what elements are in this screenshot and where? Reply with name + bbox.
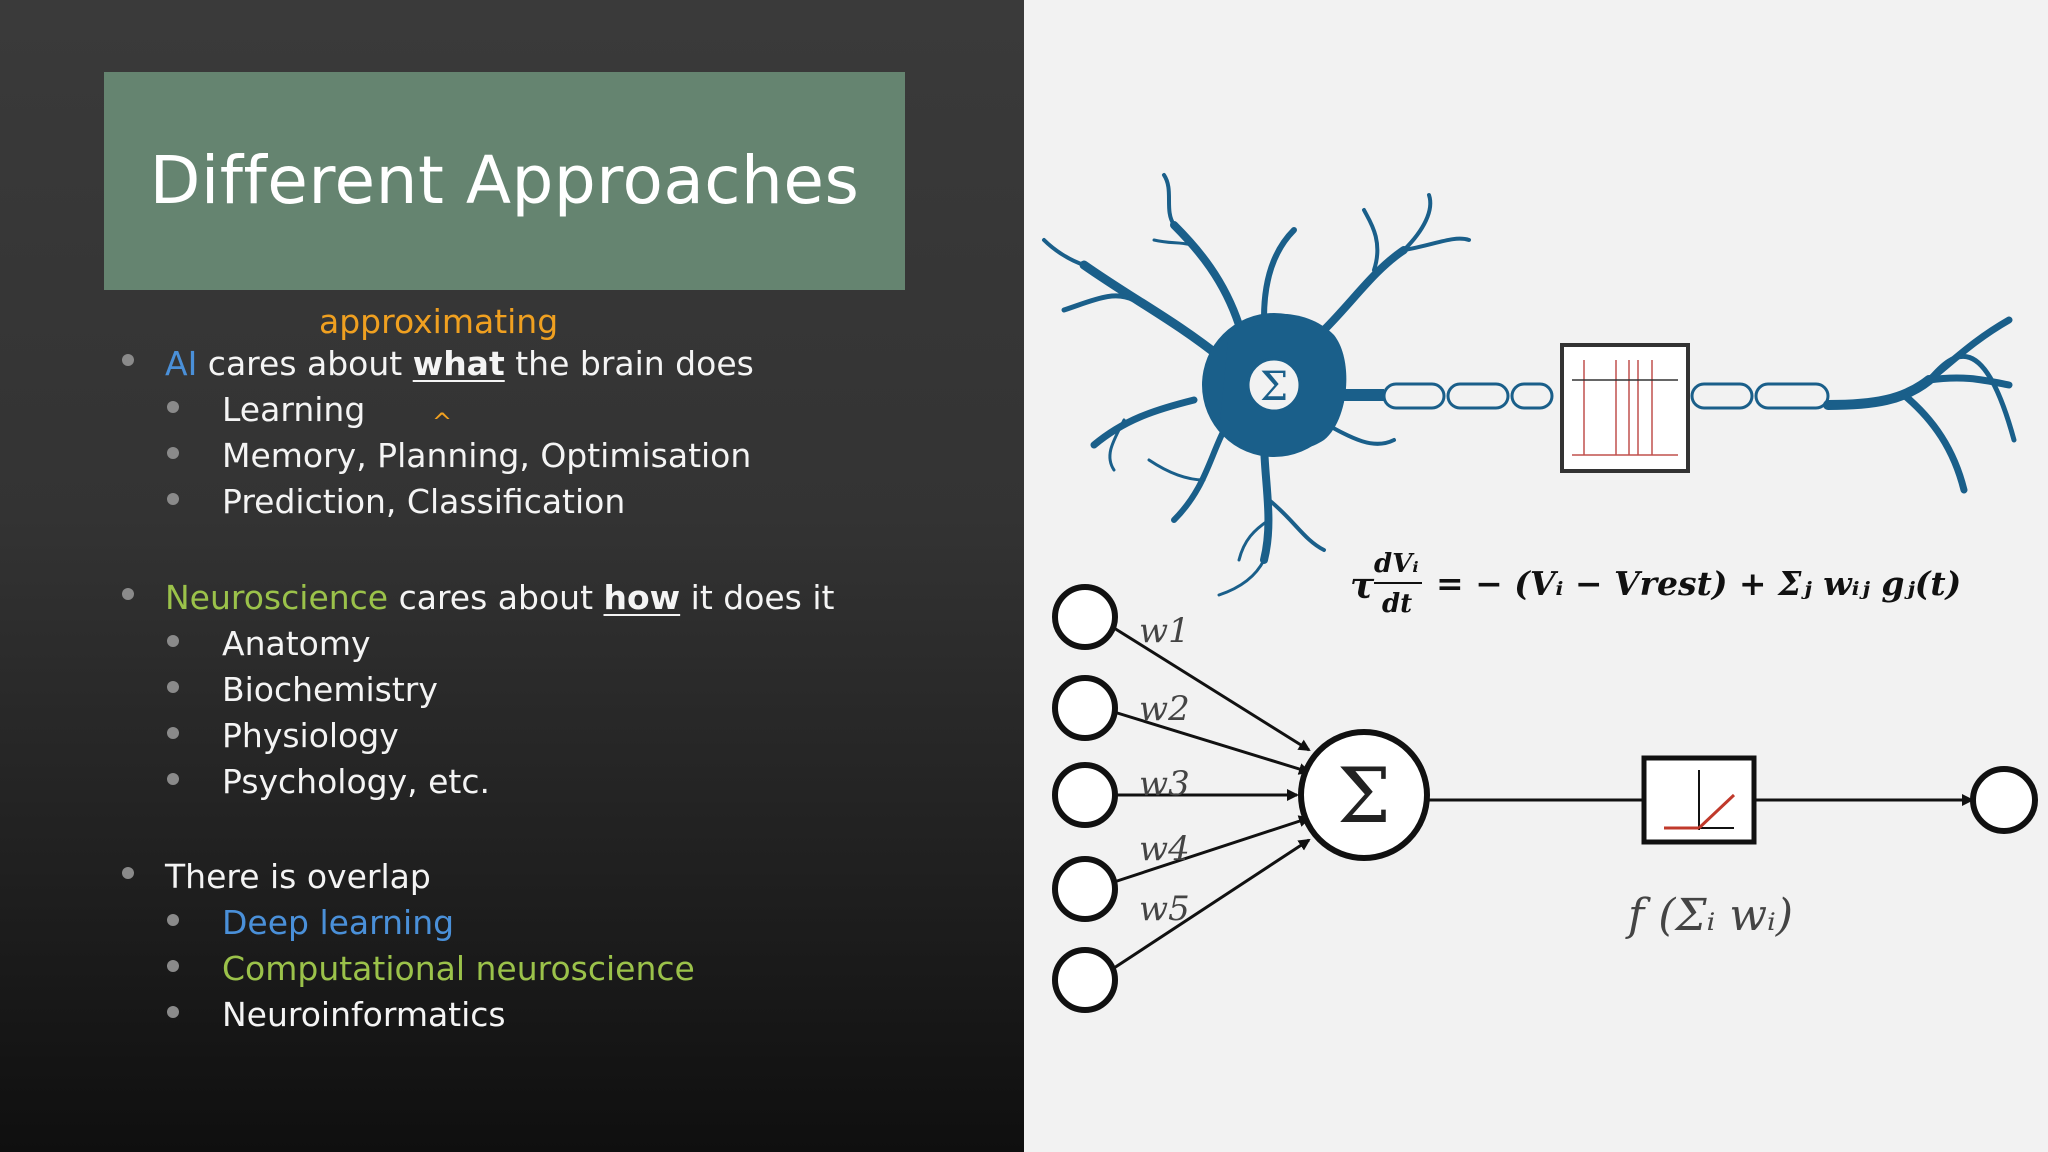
bullet-dot bbox=[167, 727, 179, 739]
weight-label: w1 bbox=[1139, 611, 1190, 651]
title-box: Different Approaches bbox=[104, 72, 905, 290]
list-item: Psychology, etc. bbox=[222, 762, 490, 801]
bullet-ai: AI cares about what the brain does bbox=[165, 344, 754, 384]
slide-title: Different Approaches bbox=[149, 142, 860, 219]
list-item: Deep learning bbox=[222, 903, 455, 942]
list-item: Memory, Planning, Optimisation bbox=[222, 436, 752, 475]
bullet-neuroscience: Neuroscience cares about how it does it bbox=[165, 578, 834, 618]
output-node bbox=[1970, 766, 2038, 834]
ai-label: AI bbox=[165, 344, 198, 383]
neuron-diagram: Σ τ dVᵢ bbox=[1042, 173, 2038, 1013]
input-node bbox=[1052, 675, 1118, 741]
weight-label: w3 bbox=[1139, 764, 1190, 804]
bullet-dot bbox=[167, 681, 179, 693]
bullet-text: cares about bbox=[197, 344, 413, 383]
slide-right-panel: Σ τ dVᵢ bbox=[1024, 0, 2048, 1152]
axon-terminal bbox=[1823, 316, 2017, 494]
eq-denominator: dt bbox=[1382, 589, 1412, 619]
caret-mark: ^ bbox=[432, 408, 453, 436]
myelin-segment bbox=[1510, 382, 1554, 410]
spike-trace bbox=[1572, 360, 1678, 456]
list-item: Computational neuroscience bbox=[222, 949, 695, 988]
annotation-approximating: approximating bbox=[319, 302, 559, 341]
slide-left-panel: Different Approaches approximating AI ca… bbox=[0, 0, 1024, 1152]
myelin-segment bbox=[1446, 382, 1510, 410]
input-node bbox=[1052, 856, 1118, 922]
weight-label: w2 bbox=[1139, 689, 1190, 729]
input-node bbox=[1052, 584, 1118, 650]
bullet-dot bbox=[122, 867, 134, 879]
myelin-segment bbox=[1754, 382, 1830, 410]
sum-symbol: Σ bbox=[1337, 751, 1391, 840]
myelin-segment bbox=[1382, 382, 1446, 410]
eq-tau: τ bbox=[1350, 565, 1375, 607]
bullet-dot bbox=[167, 493, 179, 505]
list-item: Biochemistry bbox=[222, 670, 438, 709]
soma-sum-symbol: Σ bbox=[1260, 364, 1288, 410]
emphasis-how: how bbox=[603, 578, 681, 617]
list-item: Learning bbox=[222, 390, 366, 429]
eq-rhs: = − (Vᵢ − Vrest) + Σⱼ wᵢⱼ gⱼ(t) bbox=[1436, 564, 1961, 603]
bullet-dot bbox=[167, 773, 179, 785]
myelin-segment bbox=[1690, 382, 1754, 410]
input-node bbox=[1052, 762, 1118, 828]
list-item: Anatomy bbox=[222, 624, 371, 663]
weight-label: w5 bbox=[1139, 889, 1190, 929]
bullet-text: it does it bbox=[680, 578, 835, 617]
sum-node bbox=[1298, 729, 1430, 861]
bullet-dot bbox=[122, 588, 134, 600]
list-item: Neuroinformatics bbox=[222, 995, 506, 1034]
bullet-dot bbox=[167, 1006, 179, 1018]
spike-trace-box bbox=[1560, 343, 1690, 473]
bullet-dot bbox=[167, 447, 179, 459]
bullet-overlap: There is overlap bbox=[165, 857, 431, 896]
biological-neuron bbox=[1042, 173, 1471, 597]
list-item: Physiology bbox=[222, 716, 399, 755]
list-item: Prediction, Classification bbox=[222, 482, 626, 521]
bullet-dot bbox=[122, 354, 134, 366]
input-node bbox=[1052, 947, 1118, 1013]
bullet-dot bbox=[167, 401, 179, 413]
bullet-text: cares about bbox=[388, 578, 604, 617]
bullet-dot bbox=[167, 960, 179, 972]
emphasis-what: what bbox=[412, 344, 505, 383]
bullet-dot bbox=[167, 914, 179, 926]
membrane-equation: τ dVᵢ dt = − (Vᵢ − Vrest) + Σⱼ wᵢⱼ gⱼ(t) bbox=[1350, 549, 1961, 619]
bullet-dot bbox=[167, 635, 179, 647]
activation-formula: f (Σᵢ wᵢ) bbox=[1625, 890, 1793, 941]
eq-numerator: dVᵢ bbox=[1374, 549, 1419, 579]
artificial-neuron: w1 w2 w3 w4 w5 Σ f (Σᵢ wᵢ) bbox=[1052, 584, 2038, 1013]
neuroscience-label: Neuroscience bbox=[165, 578, 389, 617]
soma-sum-circle bbox=[1246, 357, 1302, 413]
weight-label: w4 bbox=[1139, 829, 1190, 869]
bullet-text: the brain does bbox=[504, 344, 754, 383]
